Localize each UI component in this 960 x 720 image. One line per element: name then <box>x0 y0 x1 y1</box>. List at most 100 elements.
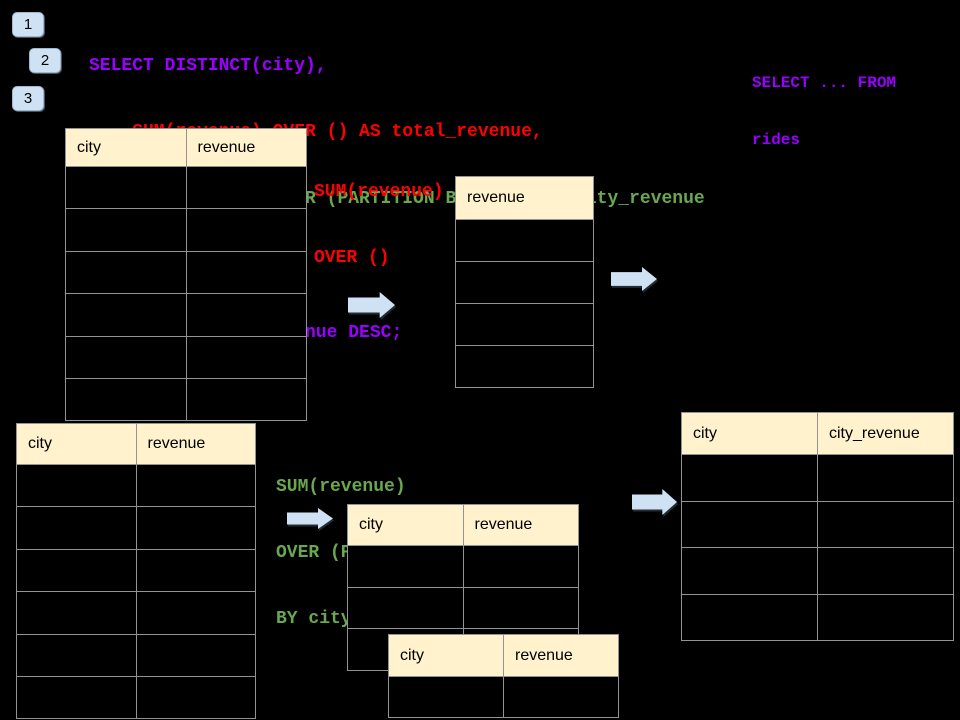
table-row <box>682 501 953 549</box>
table-cell <box>187 379 307 420</box>
table-row <box>66 378 307 421</box>
right-arrow-icon <box>287 508 333 529</box>
step-badge-2: 2 <box>29 48 61 73</box>
table-row <box>456 346 593 387</box>
column-header: city <box>389 635 504 676</box>
column-header: city <box>66 129 187 166</box>
column-header: city_revenue <box>829 424 920 442</box>
table-row <box>17 549 256 593</box>
table-cell <box>66 167 187 209</box>
table-row <box>17 634 256 677</box>
table-source-rides-bottom: city revenue <box>16 423 256 720</box>
table-cell <box>187 337 307 378</box>
table-city-revenue-result: city city_revenue <box>681 412 954 642</box>
table-cell <box>17 549 137 592</box>
table-cell <box>66 209 187 251</box>
table-cell <box>464 588 579 629</box>
table-row <box>17 592 256 635</box>
table-cell <box>348 546 464 587</box>
table-row <box>17 676 256 719</box>
table-cell <box>137 507 256 548</box>
table-cell <box>66 294 187 336</box>
table-cell <box>17 676 137 719</box>
column-header: revenue <box>467 189 525 206</box>
table-cell <box>17 465 137 507</box>
table-cell <box>682 455 818 501</box>
annotation-line: SUM(revenue) <box>314 182 444 202</box>
table-total-revenue-result: revenue <box>455 176 594 388</box>
table-row <box>456 262 593 304</box>
column-header: city <box>348 505 464 545</box>
column-header: revenue <box>147 435 206 452</box>
table-row <box>17 465 256 508</box>
table-row <box>682 455 953 502</box>
annotation-line: OVER () <box>314 248 390 268</box>
table-cell <box>66 251 187 294</box>
table-row <box>456 304 593 346</box>
table-partition-step-overlay: city revenue <box>388 634 619 718</box>
table-cell <box>137 635 256 676</box>
table-header-row: city revenue <box>66 129 306 167</box>
side-note-line: rides <box>752 131 801 149</box>
table-cell <box>464 546 579 587</box>
table-cell <box>682 548 818 594</box>
table-header-row: city revenue <box>389 635 618 677</box>
table-cell <box>818 502 953 548</box>
table-source-rides-top: city revenue <box>65 128 307 422</box>
table-row <box>66 167 307 210</box>
table-header-row: city revenue <box>17 424 255 465</box>
table-row <box>66 294 307 337</box>
table-cell <box>17 634 137 676</box>
table-row <box>17 507 256 550</box>
annotation-sum-over-total: SUM(revenue) OVER () <box>314 137 444 313</box>
side-note-line: SELECT ... FROM <box>752 74 897 92</box>
table-cell <box>66 336 187 378</box>
step-badge-3: 3 <box>12 86 44 111</box>
table-row <box>348 587 579 630</box>
table-row <box>66 336 307 379</box>
table-cell <box>137 550 256 591</box>
table-cell <box>137 677 256 718</box>
table-cell <box>187 252 307 293</box>
table-cell <box>187 167 307 208</box>
table-cell <box>17 507 137 549</box>
right-arrow-icon <box>348 292 395 318</box>
table-row <box>348 546 578 588</box>
table-cell <box>17 592 137 634</box>
annotation-line: SUM(revenue) <box>276 477 406 497</box>
table-cell <box>348 587 464 629</box>
table-cell <box>187 294 307 335</box>
table-header-row: city city_revenue <box>682 413 953 455</box>
table-cell <box>187 209 307 250</box>
column-header: revenue <box>197 138 256 156</box>
table-header-row: city revenue <box>348 505 578 546</box>
table-row <box>389 677 618 717</box>
column-header: city <box>17 424 137 464</box>
table-row <box>682 594 953 641</box>
column-header: revenue <box>515 646 573 664</box>
table-cell <box>818 595 953 641</box>
right-arrow-icon <box>632 489 677 515</box>
table-cell <box>818 548 953 594</box>
table-cell <box>137 592 256 633</box>
code-line-select: SELECT DISTINCT(city), <box>89 55 327 76</box>
table-cell <box>818 455 953 501</box>
table-cell <box>137 465 256 506</box>
table-header-row: revenue <box>456 177 593 220</box>
table-row <box>682 548 953 595</box>
table-cell <box>456 220 593 261</box>
table-cell <box>66 378 187 421</box>
table-row <box>66 209 307 252</box>
right-arrow-icon <box>611 267 657 291</box>
table-row <box>456 220 593 262</box>
table-cell <box>456 346 593 387</box>
table-cell <box>682 501 818 548</box>
table-cell <box>389 677 504 717</box>
side-note-select-from-rides: SELECT ... FROM rides <box>752 36 896 188</box>
table-row <box>66 251 307 295</box>
step-badge-1: 1 <box>12 12 44 37</box>
table-cell <box>456 304 593 345</box>
column-header: city <box>682 413 818 454</box>
column-header: revenue <box>474 516 533 533</box>
